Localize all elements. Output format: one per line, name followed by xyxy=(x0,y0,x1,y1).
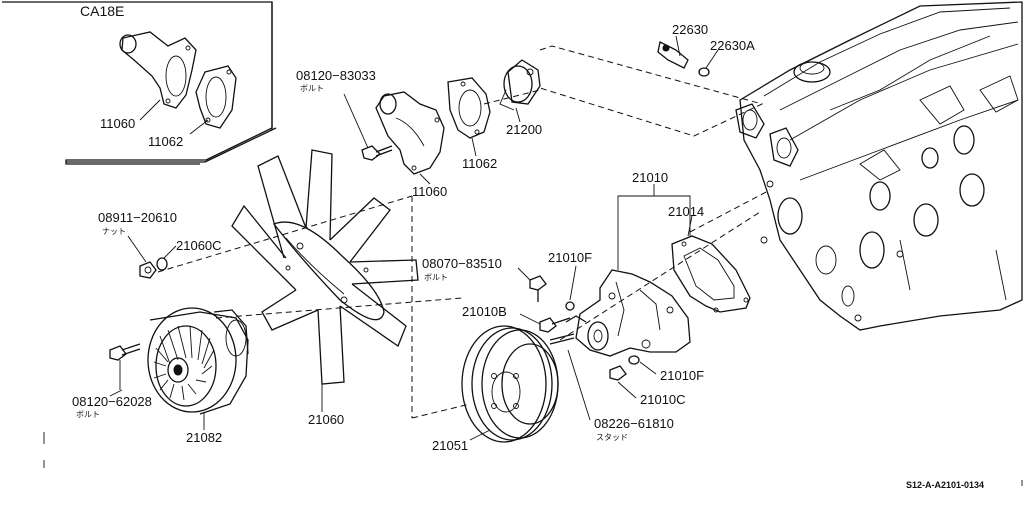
label-08120-62028: 08120−62028 xyxy=(72,394,152,409)
label-08911-20610-sub: ナット xyxy=(102,227,126,236)
part-labels: 22630 22630A 08120−83033 ボルト 21200 11062… xyxy=(72,22,755,453)
pump-gasket-21014 xyxy=(671,235,751,313)
label-21051: 21051 xyxy=(432,438,468,453)
label-08120-83033: 08120−83033 xyxy=(296,68,376,83)
assembly-lines xyxy=(157,45,771,419)
water-pump-21010 xyxy=(565,269,691,357)
nut-08911-20610 xyxy=(127,235,177,279)
label-21010b: 21010B xyxy=(462,304,507,319)
label-11060: 11060 xyxy=(412,184,447,199)
pump-hardware xyxy=(517,265,657,421)
inset-water-outlet xyxy=(119,31,197,109)
label-21010c: 21010C xyxy=(640,392,686,407)
inset-label-11062: 11062 xyxy=(148,134,183,149)
label-08120-83033-sub: ボルト xyxy=(300,84,324,93)
label-08070-83510: 08070−83510 xyxy=(422,256,502,271)
label-21200: 21200 xyxy=(506,122,542,137)
label-21010: 21010 xyxy=(632,170,668,185)
bolt-08120-83033 xyxy=(343,93,393,161)
inset-label-11060: 11060 xyxy=(100,116,135,131)
label-08226-61810-sub: スタッド xyxy=(596,433,628,442)
inset-gasket xyxy=(195,65,237,129)
thermostat-21200 xyxy=(499,59,541,111)
label-08226-61810: 08226−61810 xyxy=(594,416,674,431)
fan-coupling-21082 xyxy=(147,307,249,415)
inset-ca18e: CA18E 11060 11062 xyxy=(2,1,277,165)
label-08120-62028-sub: ボルト xyxy=(76,410,100,419)
diagram-code: S12-A-A2101-0134 xyxy=(906,480,984,490)
label-21010f-b: 21010F xyxy=(660,368,704,383)
label-08070-83510-sub: ボルト xyxy=(424,273,448,282)
label-08911-20610: 08911−20610 xyxy=(98,210,177,225)
gasket-11062 xyxy=(447,77,491,139)
label-21014: 21014 xyxy=(668,204,704,219)
engine-block xyxy=(735,1,1023,331)
bolt-08120-62028 xyxy=(109,343,141,390)
label-21060: 21060 xyxy=(308,412,344,427)
water-outlet-11060 xyxy=(375,91,445,175)
label-22630a: 22630A xyxy=(710,38,755,53)
inset-title: CA18E xyxy=(80,3,124,19)
pulley-21051 xyxy=(461,325,559,443)
label-22630: 22630 xyxy=(672,22,708,37)
label-21082: 21082 xyxy=(186,430,222,445)
sensor-22630 xyxy=(657,35,719,77)
label-21060c: 21060C xyxy=(176,238,222,253)
label-11062: 11062 xyxy=(462,156,497,171)
leader-21010 xyxy=(617,184,693,270)
cooling-fan-21060 xyxy=(231,149,419,385)
label-21010f-a: 21010F xyxy=(548,250,592,265)
